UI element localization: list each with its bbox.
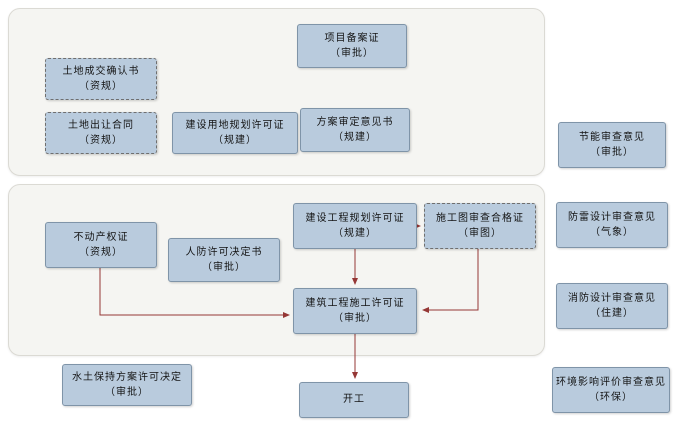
node-title: 建设工程规划许可证 xyxy=(305,212,405,224)
node-title: 节能审查意见 xyxy=(579,131,645,143)
node-dept: （审批） xyxy=(333,313,377,324)
node-title: 人防许可决定书 xyxy=(185,246,263,258)
node-dept: （环保） xyxy=(589,392,633,403)
node-title: 防雷设计审查意见 xyxy=(568,211,656,223)
node-construction-drawing-review-certificate: 施工图审查合格证 （审图） xyxy=(424,203,536,249)
node-title: 消防设计审查意见 xyxy=(568,292,656,304)
node-title: 开工 xyxy=(343,394,365,406)
node-dept: （审批） xyxy=(590,147,634,158)
node-start-construction: 开工 xyxy=(299,382,409,418)
node-dept: （资规） xyxy=(79,81,123,92)
node-dept: （规建） xyxy=(213,135,257,146)
node-dept: （审批） xyxy=(330,48,374,59)
node-construction-work-permit: 建筑工程施工许可证 （审批） xyxy=(293,288,417,334)
node-real-estate-certificate: 不动产权证 （资规） xyxy=(45,222,157,268)
node-dept: （审图） xyxy=(458,228,502,239)
node-project-filing-certificate: 项目备案证 （审批） xyxy=(297,24,407,68)
node-scheme-review-opinion: 方案审定意见书 （规建） xyxy=(300,108,410,152)
node-construction-project-planning-permit: 建设工程规划许可证 （规建） xyxy=(293,203,417,249)
node-title: 土地成交确认书 xyxy=(62,65,140,77)
node-dept: （规建） xyxy=(333,132,377,143)
node-land-transaction-confirmation: 土地成交确认书 （资规） xyxy=(45,58,157,100)
node-dept: （审批） xyxy=(202,262,246,273)
node-dept: （气象） xyxy=(590,227,634,238)
node-title: 方案审定意见书 xyxy=(316,116,394,128)
node-water-soil-conservation: 水土保持方案许可决定 （审批） xyxy=(62,364,192,406)
node-land-transfer-contract: 土地出让合同 （资规） xyxy=(45,112,157,154)
node-title: 不动产权证 xyxy=(73,231,129,243)
node-title: 土地出让合同 xyxy=(68,119,134,131)
node-dept: （资规） xyxy=(79,247,123,258)
node-title: 建筑工程施工许可证 xyxy=(305,297,405,309)
node-title: 建设用地规划许可证 xyxy=(185,119,285,131)
node-energy-saving-review: 节能审查意见 （审批） xyxy=(558,122,666,168)
node-fire-design-review: 消防设计审查意见 （住建） xyxy=(556,283,668,329)
node-environmental-impact-review: 环境影响评价审查意见 （环保） xyxy=(552,367,670,413)
node-dept: （规建） xyxy=(333,228,377,239)
node-dept: （资规） xyxy=(79,135,123,146)
node-title: 环境影响评价审查意见 xyxy=(556,376,666,388)
node-title: 水土保持方案许可决定 xyxy=(72,371,182,383)
node-title: 施工图审查合格证 xyxy=(436,212,524,224)
node-lightning-protection-review: 防雷设计审查意见 （气象） xyxy=(556,202,668,248)
node-title: 项目备案证 xyxy=(324,32,380,44)
node-civil-air-defense-permit: 人防许可决定书 （审批） xyxy=(168,238,280,282)
node-dept: （住建） xyxy=(590,308,634,319)
node-construction-land-planning-permit: 建设用地规划许可证 （规建） xyxy=(172,112,298,154)
node-dept: （审批） xyxy=(105,387,149,398)
